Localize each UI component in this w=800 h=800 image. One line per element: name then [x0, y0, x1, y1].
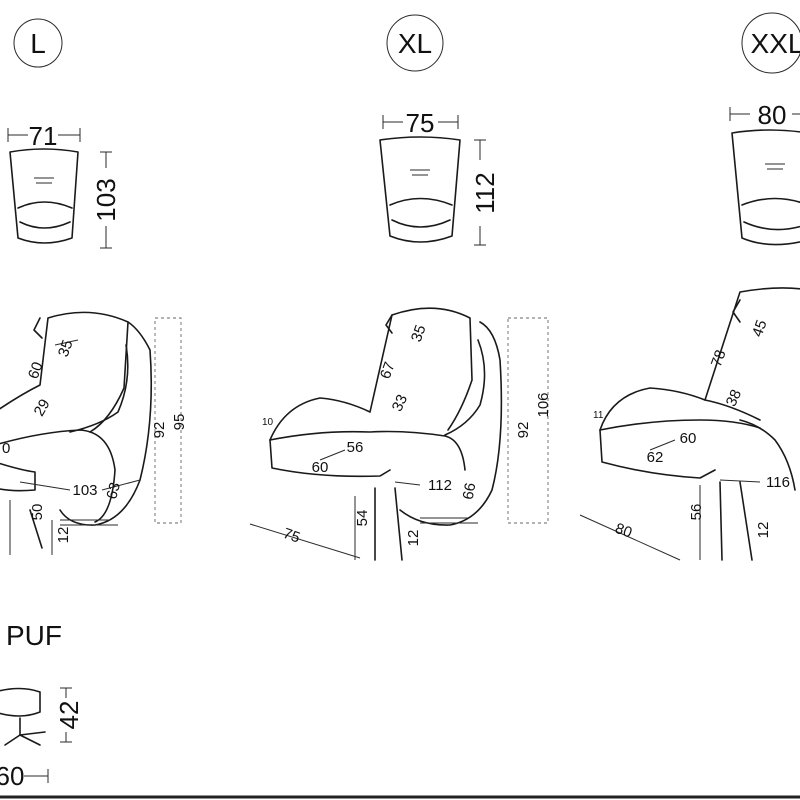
svg-text:106: 106: [535, 392, 552, 417]
svg-text:103: 103: [91, 178, 121, 221]
top-view-l: 71 103: [7, 121, 121, 249]
svg-text:60: 60: [680, 430, 697, 447]
svg-text:92: 92: [515, 422, 532, 439]
top-view-xl: 75 112: [379, 108, 500, 246]
svg-text:103: 103: [72, 482, 97, 499]
svg-text:60: 60: [312, 459, 329, 476]
side-view-xl: 35 67 33 10 56 60 112 66 92 106 54 75 12: [249, 307, 552, 561]
svg-text:12: 12: [755, 522, 772, 539]
svg-text:66: 66: [460, 482, 480, 501]
size-badge-xl: XL: [386, 14, 444, 72]
svg-text:50: 50: [29, 504, 46, 521]
side-view-xxl: 45 78 38 11 60 62 116 56 80 12: [579, 287, 800, 561]
size-badge-l: L: [13, 18, 63, 68]
svg-text:11: 11: [593, 410, 604, 421]
svg-text:0: 0: [2, 440, 10, 457]
svg-text:95: 95: [171, 414, 188, 431]
svg-text:75: 75: [406, 108, 435, 138]
svg-text:56: 56: [347, 439, 364, 456]
svg-text:71: 71: [29, 121, 58, 151]
svg-text:29: 29: [31, 396, 54, 419]
svg-text:35: 35: [408, 323, 430, 344]
svg-text:12: 12: [55, 527, 72, 544]
puf-diagram: PUF 42 60: [0, 620, 84, 791]
svg-text:78: 78: [708, 348, 730, 369]
top-view-xxl: 80: [729, 100, 800, 246]
svg-text:35: 35: [55, 338, 77, 359]
svg-text:67: 67: [377, 360, 399, 381]
svg-text:112: 112: [470, 172, 500, 213]
svg-text:12: 12: [405, 530, 422, 547]
side-view-l: 35 60 29 0 103 63 92 95 50 12: [0, 311, 188, 555]
svg-text:10: 10: [262, 417, 274, 428]
size-badge-xxl: XXL: [741, 12, 800, 74]
svg-text:60: 60: [25, 360, 47, 381]
svg-text:60: 60: [0, 761, 24, 791]
svg-text:80: 80: [613, 520, 634, 542]
svg-text:45: 45: [749, 318, 771, 339]
svg-text:63: 63: [103, 481, 124, 502]
svg-text:XL: XL: [398, 28, 432, 59]
svg-text:92: 92: [151, 422, 168, 439]
svg-text:33: 33: [389, 392, 411, 414]
svg-text:80: 80: [758, 100, 787, 130]
svg-text:56: 56: [688, 504, 705, 521]
svg-text:38: 38: [723, 387, 745, 409]
svg-text:L: L: [30, 28, 46, 59]
svg-text:62: 62: [647, 449, 664, 466]
puf-label: PUF: [6, 620, 62, 651]
svg-text:42: 42: [54, 701, 84, 730]
svg-text:112: 112: [428, 477, 452, 494]
svg-text:XXL: XXL: [751, 28, 800, 59]
svg-text:116: 116: [766, 474, 790, 491]
svg-text:75: 75: [281, 525, 302, 547]
svg-text:54: 54: [354, 510, 371, 527]
